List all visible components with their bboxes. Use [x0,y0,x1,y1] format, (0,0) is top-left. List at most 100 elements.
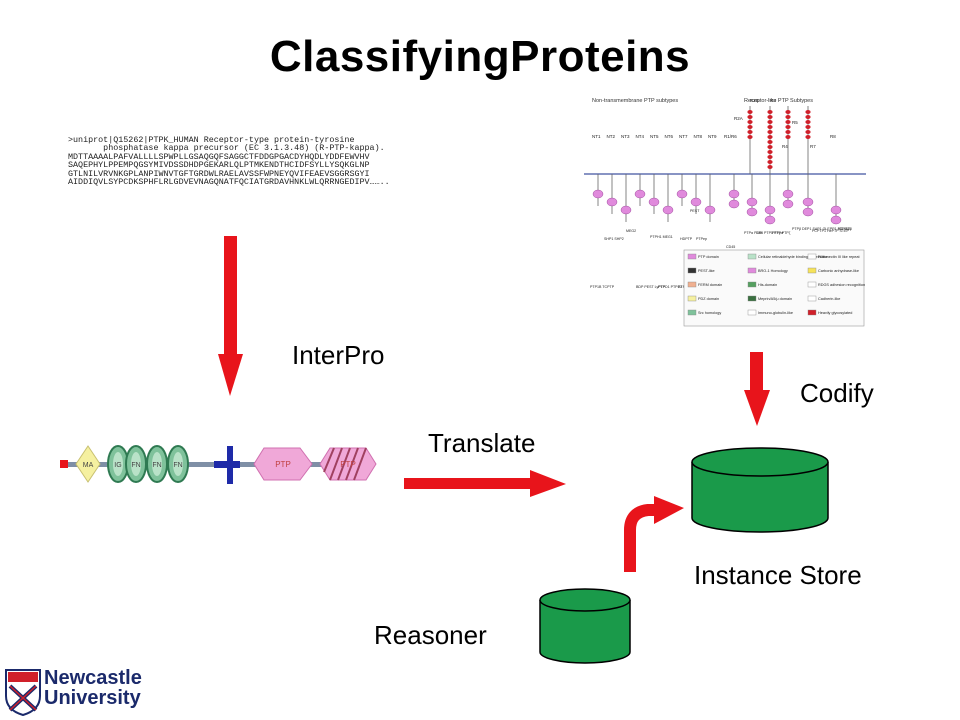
sequence-line: GTLNILVRVNKGPLANPIWNVTGFTGRDWLRAELAVSSFW… [68,168,370,179]
fibronectin-glyph [767,155,773,159]
member-label: MEG2 [626,229,636,233]
nt-label: NT5 [650,134,659,139]
legend-swatch [747,281,757,288]
legend-swatch [807,281,817,288]
fibronectin-glyph [785,120,791,124]
ptp-domain-glyph [662,205,674,215]
ptp-domain-glyph [704,205,716,215]
fibronectin-glyph [767,165,773,169]
nt-label: NT6 [665,134,674,139]
legend-entry: FERM domain [698,283,722,287]
ptp-domain-1: PTP [253,447,313,481]
fibronectin-glyph [767,150,773,154]
nt-label: NT1 [592,134,601,139]
domain-label: FN [173,462,182,469]
member-label: LAR PTPδ PTPσ [756,231,784,235]
fibronectin-glyph [805,125,811,129]
nt-label: NT3 [621,134,630,139]
fibronectin-domain: FN [167,445,189,483]
legend-swatch [687,253,697,260]
legend-swatch [807,267,817,274]
fibronectin-glyph [805,110,811,114]
nt-label: NT9 [708,134,717,139]
legend-entry: Cadherin-like [818,297,840,301]
r-label: R7 [810,144,816,149]
legend-entry: His-domain [758,283,777,287]
legend-entry: Src homology [698,311,721,315]
instance-store-cylinder [691,447,829,533]
logo-line-2: University [44,687,141,709]
member-label: IA2 IA2β [838,227,852,231]
interpro-label: InterPro [292,340,385,370]
nt-label: NT4 [636,134,645,139]
r-label: R1/R6 [724,134,737,139]
ptp-glyph-group [592,106,842,225]
ptp-domain-glyph [802,207,814,217]
legend-entry: Fibronectin III like repeat [818,255,861,259]
legend-entry: RDGS adhesion recognition motif [818,283,866,287]
codify-arrow [744,352,770,426]
domain-label: MA [83,462,94,469]
fibronectin-glyph [805,115,811,119]
member-label: CD45 [726,245,735,249]
sequence-header-line-2: phosphatase kappa precursor (EC 3.1.3.48… [68,143,385,154]
university-logo-text: Newcastle University [44,668,142,708]
nt-label: NT2 [607,134,616,139]
translate-arrow [404,470,566,497]
reasoner-curved-arrow [624,496,684,572]
instance-store-label: Instance Store [694,560,862,590]
member-label: HDPTP [680,237,693,241]
legend-box [683,249,865,327]
ptp-domain-glyph [830,215,842,225]
member-label: SHP1 SHP2 [604,237,624,241]
legend-swatch [687,309,697,316]
legend-swatch [687,267,697,274]
legend-entry: BRO-1 Homology [758,269,788,273]
domain-label: FN [131,462,140,469]
domain-label: PTP [275,460,291,469]
ptp-domain-2: PTP [319,447,377,481]
logo-line-1: Newcastle [44,667,142,689]
legend-swatch [747,267,757,274]
fibronectin-glyph [747,120,753,124]
ptp-domain-glyph [746,207,758,217]
fibronectin-glyph [785,135,791,139]
fibronectin-glyph [767,125,773,129]
ptp-domain-glyph [746,197,758,207]
legend-swatch [807,309,817,316]
sequence-header-line-1: >uniprot|Q15262|PTPK_HUMAN Receptor-type… [68,135,355,145]
member-label: PTPγ PTPζ [772,231,791,235]
ptp-domain-glyph [690,197,702,207]
r-label: R3 [770,98,776,103]
ptp-domain-glyph [676,189,688,199]
r-label: R4 [782,144,788,149]
member-label: PTPep [696,237,707,241]
sequence-line: SAQEPHYLPPEMPQGSYMIVDSSDHDPGEKARLQLPTMKE… [68,160,370,171]
legend-entry: Cellular retinaldehyde binding protein-l… [758,255,828,259]
member-label: PTPH1 MEG1 [650,235,673,239]
legend-swatch [687,281,697,288]
fibronectin-glyph [767,130,773,134]
fibronectin-glyph [747,130,753,134]
reasoner-label: Reasoner [374,620,487,650]
fibronectin-domain: FN [146,445,168,483]
fibronectin-glyph [785,110,791,114]
ptp-domain-glyph [830,205,842,215]
interpro-arrow [218,236,243,396]
nt-label: NT7 [679,134,688,139]
ptp-domain-glyph [802,197,814,207]
reasoner-cylinder [539,588,631,664]
legend-swatch [747,253,757,260]
university-crest-icon [5,669,41,716]
fibronectin-glyph [785,115,791,119]
ptp-domain-glyph [620,205,632,215]
member-label: BDP PEST LyPTP [636,285,666,289]
member-label: PTPD1 PTPD2 [658,285,682,289]
fibronectin-glyph [767,160,773,164]
fibronectin-glyph [805,120,811,124]
ptp-domain-glyph [764,215,776,225]
legend-entry: PEST-like [698,269,715,273]
